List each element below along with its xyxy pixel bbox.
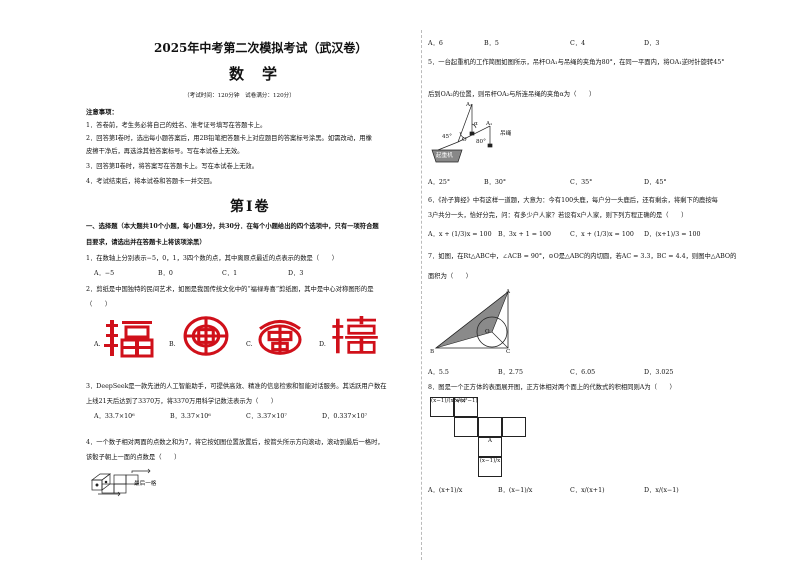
q7-label-a: A (506, 289, 511, 295)
net-cell-4 (478, 417, 502, 437)
column-divider (421, 30, 422, 560)
q1-option-d[interactable]: D．3 (288, 270, 304, 277)
q4-stem-2: 该骰子朝上一面的点数是（ ） (86, 454, 181, 461)
q8-option-a[interactable]: A．(x+1)/x (428, 487, 463, 494)
q5-label-a2: A₂ (466, 102, 473, 108)
q5-option-a[interactable]: A．25° (428, 179, 451, 186)
q5-stem-2: 后到OA₂的位置，则吊杆OA₂与所连吊绳的夹角α为（ ） (428, 91, 596, 98)
q5-label-80: 80° (476, 139, 486, 145)
q7-label-c: C (506, 349, 511, 355)
q3-option-c[interactable]: C．3.37×10⁷ (246, 413, 287, 420)
q3-option-b[interactable]: B．3.37×10⁶ (170, 413, 211, 420)
q2-option-b-label[interactable]: B. (169, 341, 176, 348)
q4-option-a[interactable]: A．6 (428, 40, 443, 47)
section-title: 第Ⅰ卷 (230, 199, 271, 215)
q7-label-b: B (430, 349, 435, 355)
exam-subject: 数学 (229, 65, 296, 83)
q5-label-rope: 吊绳 (500, 131, 512, 137)
q7-option-a[interactable]: A．5.5 (428, 369, 449, 376)
q7-option-c[interactable]: C．6.05 (570, 369, 596, 376)
q6-stem-2: 3户共分一头，恰好分完，问：有多少户人家？若设有x户人家，则下列方程正确的是（ … (428, 212, 688, 219)
q1-option-c[interactable]: C．1 (222, 270, 238, 277)
notice-item-4: 4．考试结束后，将本试卷和答题卡一并交回。 (86, 178, 216, 185)
q7-stem-1: 7．如图，在Rt△ABC中，∠ACB = 90°，⊙O是△ABC的内切圆，若AC… (428, 253, 737, 260)
q7-stem-2: 面积为（ ） (428, 273, 473, 280)
q8-option-b[interactable]: B．(x−1)/x (498, 487, 533, 494)
q7-option-d[interactable]: D．3.025 (644, 369, 674, 376)
q5-option-d[interactable]: D．45° (644, 179, 667, 186)
q3-stem-1: 3．DeepSeek是一款先进的人工智能助手，可提供高效、精准的信息检索和智能对… (86, 383, 387, 390)
q4-figure-label: 最后一格 (134, 481, 157, 487)
q8-option-d[interactable]: D．x/(x−1) (644, 487, 679, 494)
q5-label-45: 45° (442, 134, 452, 140)
q6-option-b[interactable]: B．3x + 1 = 100 (498, 231, 552, 238)
lu-papercut-figure[interactable] (180, 316, 232, 356)
shou-papercut-figure[interactable] (254, 316, 306, 356)
q2-stem-2: （ ） (86, 301, 112, 308)
q3-stem-2: 上线21天后达到了3370万，将3370万用科学记数法表示为（ ） (86, 398, 278, 405)
net-cell-a: A (478, 437, 502, 457)
q3-option-d[interactable]: D．0.337×10⁷ (322, 413, 368, 420)
fu-papercut-figure[interactable] (104, 318, 156, 358)
q4-option-c[interactable]: C．4 (570, 40, 586, 47)
q8-stem: 8．图是一个正方体的表面展开图，正方体相对两个面上的代数式的积相同则A为（ ） (428, 384, 676, 391)
notice-item-1: 1．答卷前，考生务必将自己的姓名、准考证号填写在答题卡上。 (86, 122, 267, 129)
q5-stem-1: 5．一台起重机的工作简图如图所示，吊杆OA₁与吊绳的夹角为80°，在同一平面内，… (428, 59, 725, 66)
q1-option-a[interactable]: A．−5 (94, 270, 115, 277)
q2-option-d-label[interactable]: D. (319, 341, 326, 348)
q6-option-a[interactable]: A．x + (1/3)x = 100 (428, 231, 492, 238)
exam-title: 2025年中考第二次模拟考试（武汉卷） (154, 41, 368, 55)
notice-item-2: 2．回答第Ⅰ卷时，选出每小题答案后，用2B铅笔把答题卡上对应题目的答案标号涂黑。… (86, 135, 372, 142)
notice-item-2-cont: 皮擦干净后，再选涂其他答案标号。写在本试卷上无效。 (86, 148, 244, 155)
q2-option-a-label[interactable]: A. (94, 341, 101, 348)
q5-label-alpha: α (474, 121, 478, 127)
q7-label-o: O (485, 329, 490, 335)
net-cell-5 (502, 417, 526, 437)
q5-label-o: O (462, 137, 467, 143)
q5-label-a1: A₁ (486, 121, 493, 127)
xi-papercut-figure[interactable] (330, 316, 382, 356)
section-instruction-2: 目要求，请选出并在答题卡上将该项涂黑） (86, 239, 206, 246)
q6-option-c[interactable]: C．x + (1/3)x = 100 (570, 231, 634, 238)
crane-figure (431, 103, 493, 163)
q2-option-c-label[interactable]: C. (246, 341, 253, 348)
q4-option-d[interactable]: D．3 (644, 40, 660, 47)
q1-stem: 1．在数轴上分别表示−5，0，1，3四个数的点，其中离原点最近的点表示的数是（ … (86, 255, 338, 262)
q8-option-c[interactable]: C．x/(x+1) (570, 487, 605, 494)
net-cell-1: (x−1)/(x²+x) (430, 397, 466, 417)
q6-option-d[interactable]: D．(x+1)/3 = 100 (644, 231, 701, 238)
q5-label-crane: 起重机 (436, 153, 453, 159)
q6-stem-1: 6．《孙子算经》中有这样一道题，大意为：今有100头鹿，每户分一头鹿后，还有剩余… (428, 197, 718, 204)
q2-stem-1: 2．剪纸是中国独特的民间艺术，如图是我国传统文化中的“福禄寿喜”剪纸图，其中是中… (86, 286, 374, 293)
incircle-triangle-figure (434, 291, 509, 349)
net-cell-6: (x−1)/x (478, 457, 502, 477)
section-instruction-1: 一、选择题（本大题共10个小题，每小题3分，共30分．在每个小题给出的四个选项中… (86, 223, 379, 230)
net-cell-2: x/(x²−1) (454, 397, 478, 417)
q5-option-c[interactable]: C．35° (570, 179, 593, 186)
q3-option-a[interactable]: A．33.7×10⁶ (94, 413, 135, 420)
q5-option-b[interactable]: B．30° (484, 179, 507, 186)
dice-path-figure (90, 468, 151, 497)
q7-option-b[interactable]: B．2.75 (498, 369, 523, 376)
q4-stem-1: 4．一个数子相对两面的点数之和为7，将它按如图位置放置后，按箭头所示方向滚动，滚… (86, 439, 384, 446)
q4-option-b[interactable]: B．5 (484, 40, 499, 47)
notice-item-3: 3．回答第Ⅱ卷时，将答案写在答题卡上。写在本试卷上无效。 (86, 163, 259, 170)
net-cell-3 (454, 417, 478, 437)
notice-heading: 注意事项： (86, 108, 118, 116)
q1-option-b[interactable]: B．0 (158, 270, 173, 277)
exam-meta: （考试时间：120分钟 试卷满分：120分） (184, 93, 295, 99)
